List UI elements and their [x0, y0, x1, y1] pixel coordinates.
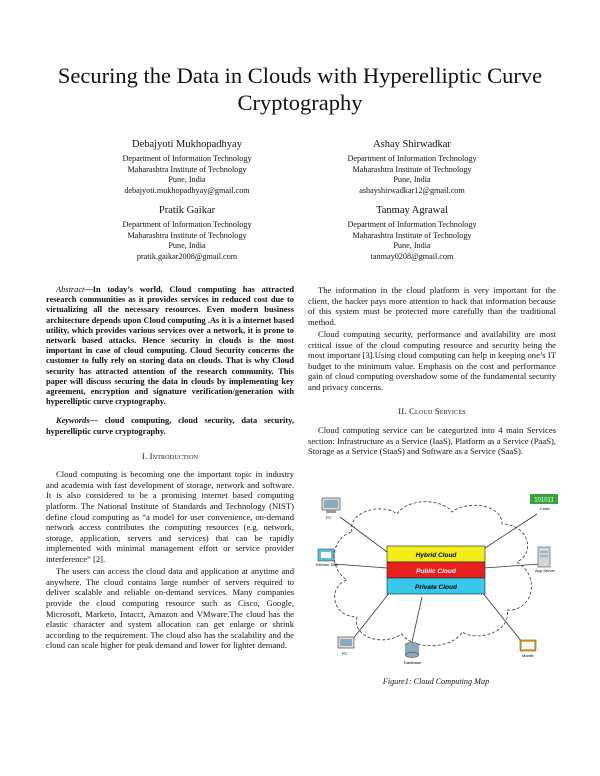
pc-icon: [337, 636, 355, 649]
code-icon: [530, 494, 558, 504]
author-dept: Department of Information Technology: [122, 220, 252, 229]
pc-icon: [321, 497, 341, 513]
author-name: Debajyoti Mukhopadhyay: [132, 139, 242, 150]
code-label: Code: [540, 506, 550, 511]
author-block: Debajyoti Mukhopadhyay Department of Inf…: [67, 137, 307, 196]
app-server-icon: [537, 546, 551, 568]
abstract-label: Abstract: [56, 285, 85, 294]
cloud-computing-map-figure: Hybrid Cloud Public Cloud Private Cloud …: [316, 494, 558, 665]
author-inst: Maharashtra Institute of Technology: [127, 164, 247, 174]
author-city: Pune, India: [168, 241, 206, 251]
paper-title: Securing the Data in Clouds with Hyperel…: [57, 63, 543, 115]
author-city: Pune, India: [393, 175, 431, 185]
figure-caption: Figure1: Cloud Computing Map: [382, 677, 490, 686]
author-inst: Maharashtra Institute of Technology: [127, 230, 247, 240]
mobile-icon: [519, 639, 537, 652]
section-heading-cloud-services: II. Cloud Services: [398, 406, 466, 417]
kitchen-sink-label: Kitchen Sink: [316, 562, 338, 567]
right-column: The information in the cloud platform is…: [308, 285, 556, 459]
abstract-text: —In today’s world, Cloud computing has a…: [46, 285, 294, 407]
abstract: Abstract—In today’s world, Cloud computi…: [46, 285, 294, 407]
cloud-outline: [333, 501, 532, 647]
author-email: ashayshirwadkar12@gmail.com: [359, 185, 465, 195]
author-email: tanmay0208@gmail.com: [370, 251, 454, 261]
author-dept: Department of Information Technology: [347, 220, 477, 229]
keywords-text: cloud computing, cloud security, data se…: [46, 416, 294, 436]
section-heading-introduction: I. Introduction: [141, 450, 199, 461]
author-inst: Maharashtra Institute of Technology: [352, 164, 472, 174]
author-city: Pune, India: [168, 175, 206, 185]
author-email: debajyoti.mukhopadhyay@gmail.com: [124, 185, 250, 195]
database-label: Database: [404, 660, 422, 665]
private-cloud-layer: [386, 577, 486, 595]
pc-label: PC: [342, 651, 348, 656]
public-cloud-label: Public Cloud: [416, 568, 457, 575]
app-server-label: App Server: [535, 568, 556, 573]
left-column: Abstract—In today’s world, Cloud computi…: [46, 285, 294, 653]
author-email: pratik.gaikar2008@gmail.com: [136, 251, 238, 261]
author-city: Pune, India: [393, 241, 431, 251]
services-paragraph: Cloud computing service can be categoriz…: [308, 425, 556, 457]
intro-paragraph: Cloud computing is becoming one the impo…: [46, 469, 294, 564]
hybrid-cloud-label: Hybrid Cloud: [416, 552, 458, 559]
author-name: Tanmay Agrawal: [376, 205, 448, 216]
author-block: Tanmay Agrawal Department of Information…: [292, 203, 532, 262]
pc-label: PC: [326, 515, 332, 520]
author-name: Pratik Gaikar: [158, 205, 216, 216]
author-inst: Maharashtra Institute of Technology: [352, 230, 472, 240]
intro-paragraph: The users can access the cloud data and …: [46, 566, 294, 651]
author-name: Ashay Shirwadkar: [373, 139, 451, 150]
author-dept: Department of Information Technology: [347, 154, 477, 163]
mobile-label: Mobile: [522, 653, 535, 658]
author-block: Ashay Shirwadkar Department of Informati…: [292, 137, 532, 196]
body-paragraph: The information in the cloud platform is…: [308, 285, 556, 327]
connection-arrows: [333, 513, 541, 643]
body-paragraph: Cloud computing security, performance an…: [308, 329, 556, 392]
private-cloud-label: Private Cloud: [415, 584, 458, 591]
kitchen-sink-icon: [317, 548, 335, 562]
author-dept: Department of Information Technology: [122, 154, 252, 163]
code-icon-text: 101011: [534, 498, 554, 504]
keywords: Keywords— cloud computing, cloud securit…: [46, 416, 294, 436]
keywords-label: Keywords—: [56, 416, 98, 426]
database-icon: [404, 642, 420, 658]
author-block: Pratik Gaikar Department of Information …: [67, 203, 307, 262]
